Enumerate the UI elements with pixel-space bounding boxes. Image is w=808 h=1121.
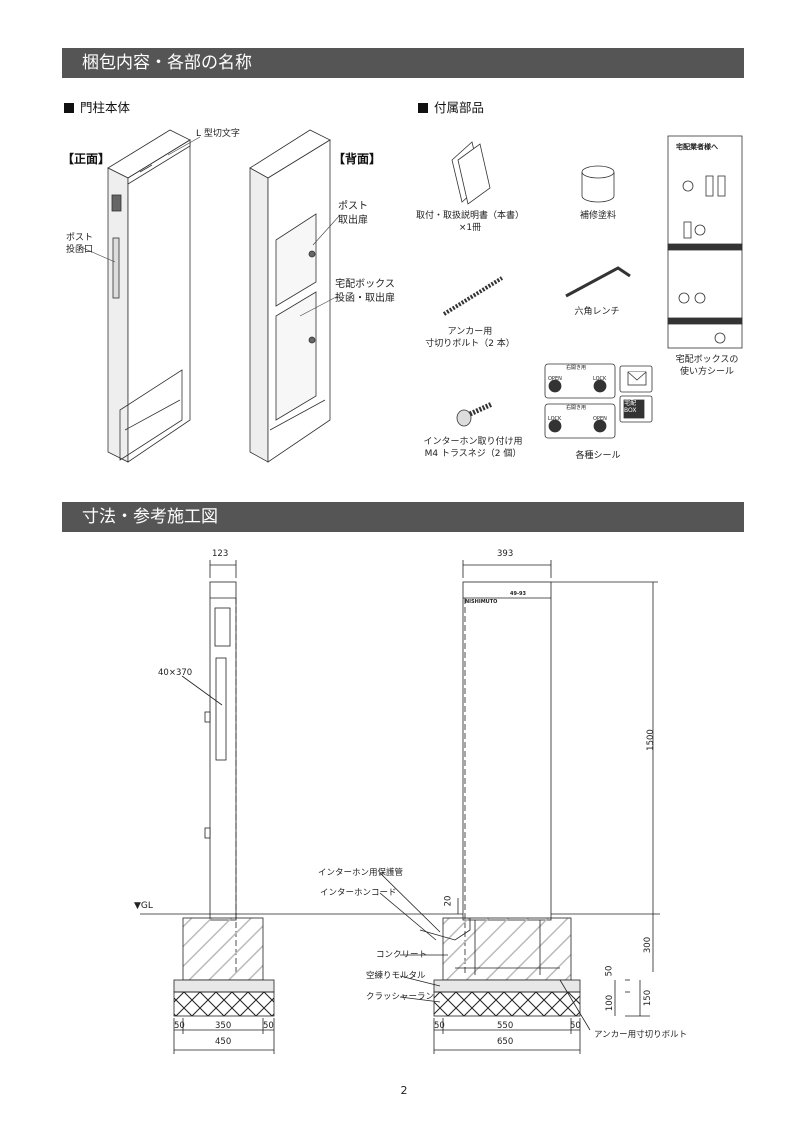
sticker-open-text-2: OPEN xyxy=(593,416,607,422)
post-door-label: ポスト取出扉 xyxy=(338,201,368,226)
crusher-run-label: クラッシャーラン xyxy=(366,992,435,1002)
dim-20: 20 xyxy=(443,895,454,907)
dim-350: 350 xyxy=(215,1021,232,1031)
anchor-bolt-label: アンカー用寸切りボルト xyxy=(594,1030,688,1040)
screw-illustration xyxy=(456,401,494,427)
sticker-set xyxy=(544,363,653,439)
wrench-label: 六角レンチ xyxy=(574,307,620,317)
mortar-label: 空練りモルタル xyxy=(366,971,426,981)
stickers-label: 各種シール xyxy=(575,451,621,461)
dim-393: 393 xyxy=(497,549,514,559)
paint-illustration xyxy=(581,165,615,203)
sticker-open-text: OPEN xyxy=(548,376,562,382)
dim-550: 550 xyxy=(497,1021,514,1031)
sticker-lock-text: LOCK xyxy=(593,376,607,382)
dim-50-front-left: 50 xyxy=(434,1021,445,1031)
section-header-contents: 梱包内容・各部の名称 xyxy=(62,48,744,78)
letters-nameplate: 49-93 xyxy=(510,591,526,597)
gl-marker: ▼GL xyxy=(134,901,153,911)
subheading-accessories: 付属部品 xyxy=(418,97,484,116)
l-letters-label: L 型切文字 xyxy=(196,129,240,139)
back-label: 【背面】 xyxy=(333,152,382,166)
box-door-label: 宅配ボックス投函・取出扉 xyxy=(335,279,395,304)
dim-123: 123 xyxy=(212,549,229,559)
intercom-pipe-label: インターホン用保護管 xyxy=(318,868,404,878)
dim-50-front-right: 50 xyxy=(570,1021,581,1031)
front-label: 【正面】 xyxy=(62,152,111,166)
front-view-drawing xyxy=(379,560,658,1054)
concrete-label: コンクリート xyxy=(376,950,428,960)
post-slot-label: ポスト投函口 xyxy=(66,233,94,256)
manual-illustration xyxy=(451,141,491,205)
dim-1500: 1500 xyxy=(645,729,656,751)
dim-50-side-right: 50 xyxy=(263,1021,274,1031)
wrench-illustration xyxy=(565,266,631,298)
sticker-top-text-2: 右開き用 xyxy=(566,405,587,411)
dim-40x370: 40×370 xyxy=(158,668,193,678)
dim-50-side-left: 50 xyxy=(174,1021,185,1031)
dim-650: 650 xyxy=(497,1037,514,1047)
dim-50-right: 50 xyxy=(604,965,615,977)
sticker-lock-text-2: LOCK xyxy=(548,416,562,422)
section-header-dimensions: 寸法・参考施工図 xyxy=(62,502,744,532)
usage-sticker-sheet xyxy=(667,135,743,349)
sticker-head-text: 宅配業者様へ xyxy=(676,143,718,151)
back-pillar-illustration xyxy=(249,129,331,463)
front-pillar-illustration xyxy=(107,129,191,463)
dim-450: 450 xyxy=(215,1037,232,1047)
brand-nameplate: NISHIMUTO xyxy=(465,599,498,605)
bolt-label: アンカー用寸切りボルト（2 本） xyxy=(425,327,515,350)
dim-100: 100 xyxy=(605,994,616,1012)
side-view-drawing xyxy=(173,560,275,1054)
bolt-illustration xyxy=(442,276,504,316)
intercom-cord-label: インターホンコード xyxy=(320,888,397,898)
dim-150: 150 xyxy=(643,989,654,1007)
dim-300: 300 xyxy=(643,936,654,954)
subheading-main-body: 門柱本体 xyxy=(64,97,130,116)
paint-label: 補修塗料 xyxy=(579,211,616,221)
manual-label: 取付・取扱説明書（本書）×1冊 xyxy=(415,211,524,234)
page-number: 2 xyxy=(400,1084,408,1097)
usage-sticker-label: 宅配ボックスの使い方シール xyxy=(675,355,739,378)
sticker-top-text: 右開き用 xyxy=(566,365,587,371)
